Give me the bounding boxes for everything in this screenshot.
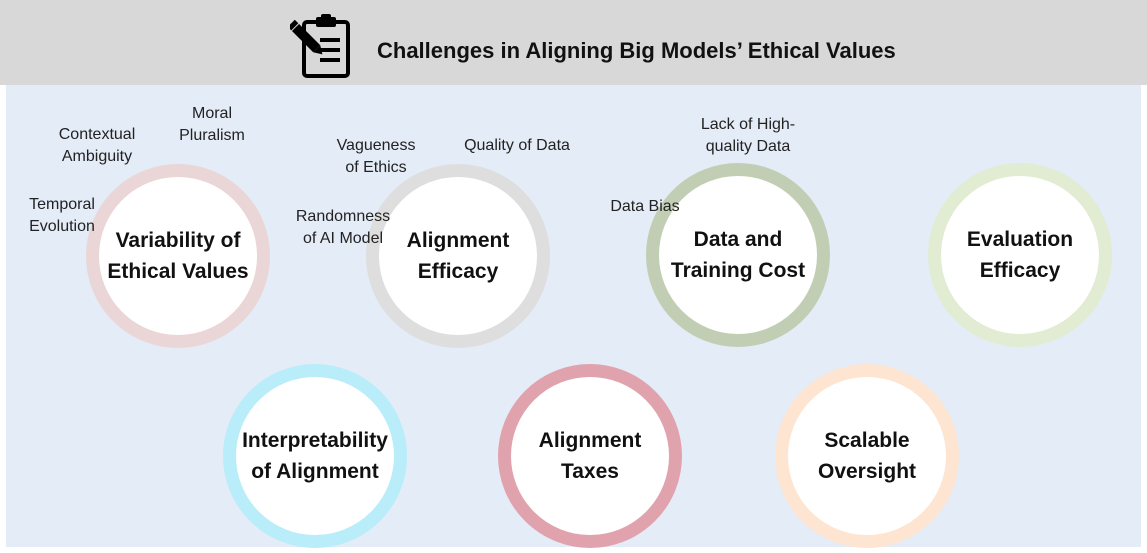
factor-quality-of-data: Quality of Data	[464, 137, 570, 154]
factor-temporal-evolution: Temporal Evolution	[29, 196, 95, 236]
factor-vagueness-of-ethics: Vagueness of Ethics	[336, 137, 416, 177]
diagram-title: Challenges in Aligning Big Models’ Ethic…	[377, 38, 896, 63]
challenge-label: Interpretability of Alignment	[242, 428, 388, 484]
challenge-variability-of-ethical-values: Variability of Ethical Values	[86, 164, 270, 348]
challenge-label: Alignment Efficacy	[406, 228, 510, 284]
challenge-label: Evaluation Efficacy	[966, 227, 1074, 283]
clipboard-pencil-icon	[290, 14, 350, 78]
challenge-label: Alignment Taxes	[538, 428, 642, 484]
challenge-label: Scalable Oversight	[817, 428, 917, 484]
challenge-alignment-taxes: Alignment Taxes	[498, 364, 682, 548]
challenge-label: Data and Training Cost	[670, 227, 806, 283]
challenge-alignment-efficacy: Alignment Efficacy	[366, 164, 550, 348]
challenge-scalable-oversight: Scalable Oversight	[775, 364, 959, 548]
challenge-evaluation-efficacy: Evaluation Efficacy	[928, 163, 1112, 347]
challenge-interpretability-of-alignment: Interpretability of Alignment	[223, 364, 407, 548]
factor-lack-of-high-quality-data: Lack of High- quality Data	[700, 116, 796, 156]
factor-randomness-of-ai-model: Randomness of AI Model	[295, 208, 391, 248]
factor-contextual-ambiguity: Contextual Ambiguity	[58, 126, 136, 166]
factor-moral-pluralism: Moral Pluralism	[179, 105, 245, 145]
factor-data-bias: Data Bias	[610, 198, 680, 215]
challenge-label: Variability of Ethical Values	[107, 228, 249, 284]
header-bar: Challenges in Aligning Big Models’ Ethic…	[0, 0, 1147, 85]
challenge-data-and-training-cost: Data and Training Cost	[646, 163, 830, 347]
